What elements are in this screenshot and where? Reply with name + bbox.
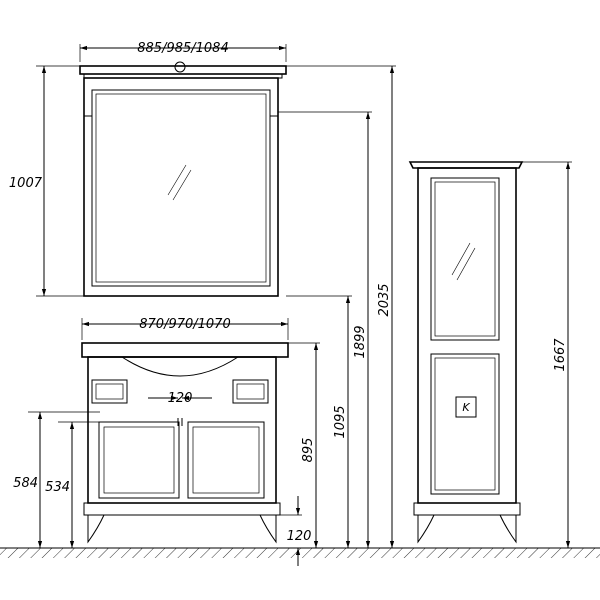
leg-height-label: 120: [287, 529, 312, 544]
height-534-label: 534: [45, 480, 70, 495]
cabinet-door-letter: K: [462, 401, 470, 414]
cabinet-height-label: 1667: [553, 338, 568, 372]
height-1899-label: 1899: [353, 325, 368, 358]
handle-spacing-label: 120: [168, 391, 193, 406]
height-895-label: 895: [301, 438, 316, 463]
mirror: [79, 61, 287, 297]
dimension-lines: [28, 44, 572, 566]
tall-cabinet: K: [408, 161, 524, 544]
dimension-labels: 885/985/1084 1007 870/970/1070 120 584 5…: [9, 41, 568, 544]
height-1095-label: 1095: [333, 405, 348, 438]
height-2035-label: 2035: [377, 283, 392, 316]
vanity-width-label: 870/970/1070: [139, 317, 230, 332]
floor: [0, 547, 600, 558]
cabinet-door-label: [455, 396, 477, 418]
vanity: [81, 342, 289, 544]
height-584-label: 584: [13, 476, 38, 491]
mirror-width-label: 885/985/1084: [137, 41, 228, 56]
lamp-icon: [174, 61, 186, 73]
mirror-height-label: 1007: [9, 176, 43, 191]
